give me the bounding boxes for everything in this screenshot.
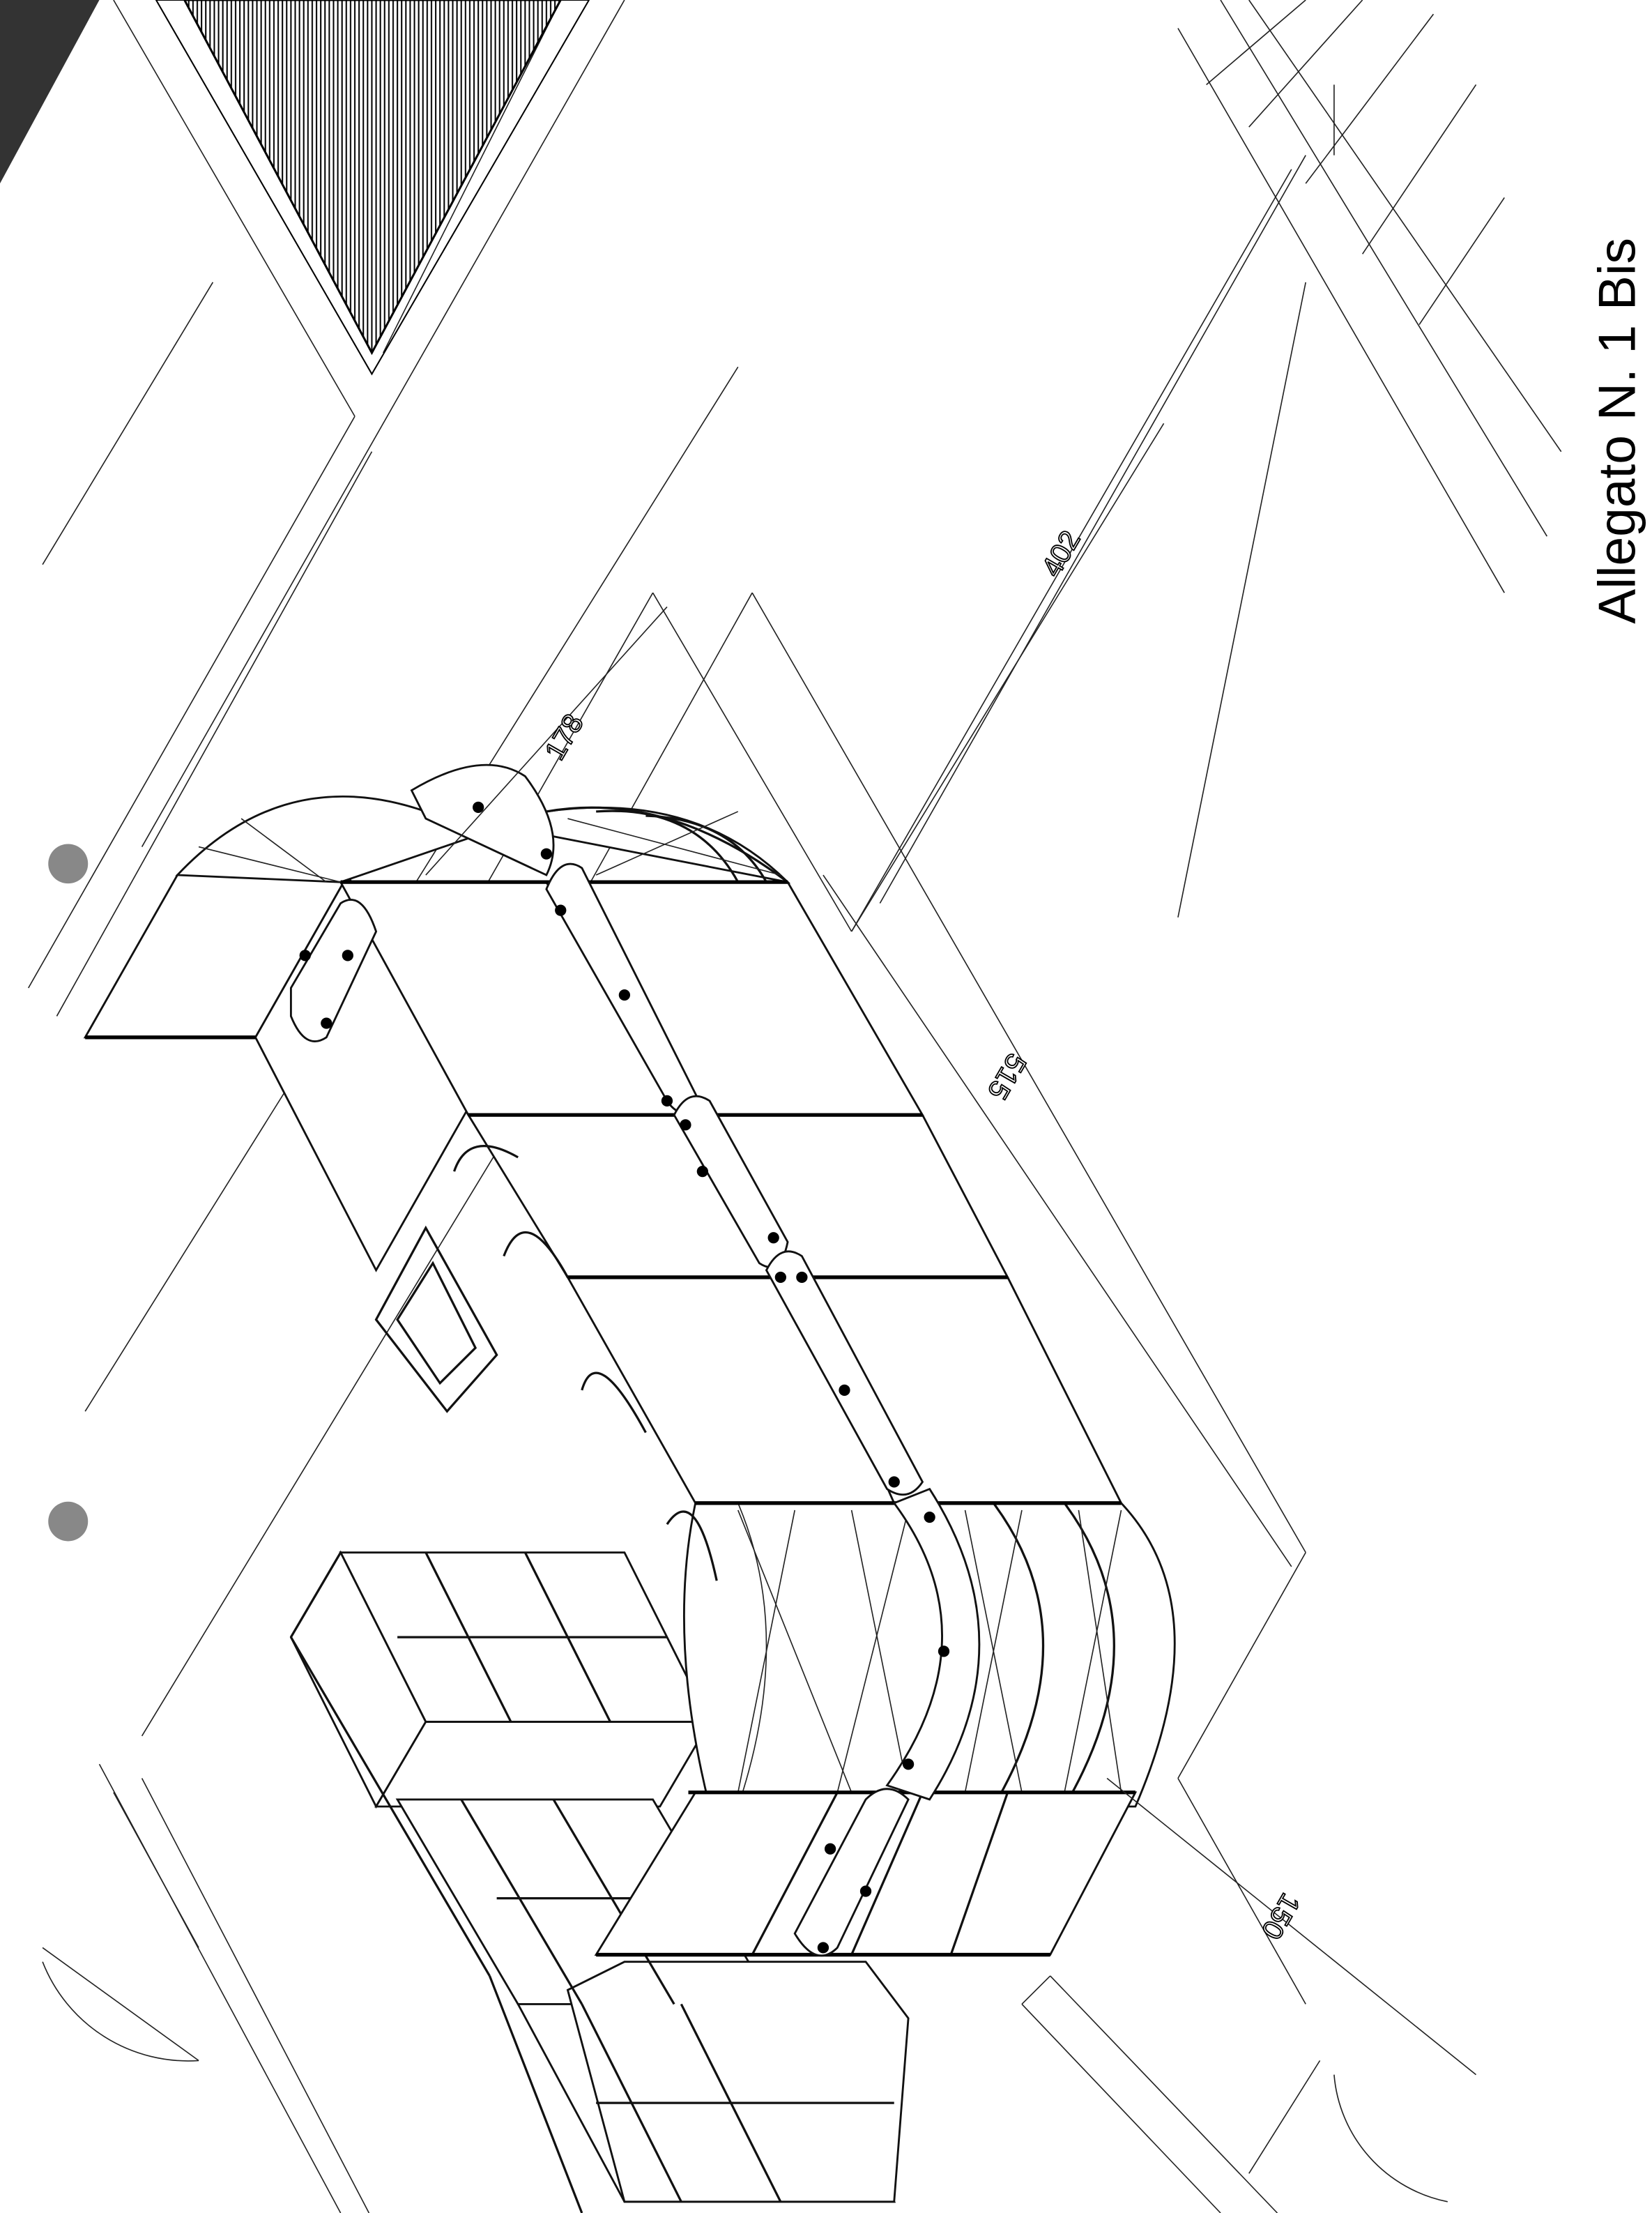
- dimension-515: 515: [981, 1049, 1033, 1105]
- hatched-column-outline: [155, 0, 590, 376]
- scan-shadow: [0, 0, 100, 184]
- wall-unit: [374, 1225, 498, 1413]
- dimension-150: 150: [1255, 1888, 1307, 1945]
- punch-hole-bottom: [48, 1501, 89, 1542]
- document-title: Allegato N. 1 Bis: [1587, 238, 1646, 624]
- hatched-column: [183, 0, 562, 356]
- counter-brackets: [289, 763, 981, 1957]
- dimension-lines: [425, 169, 1477, 2076]
- dimension-402: 402: [1035, 525, 1087, 581]
- floor-plan-lines: [28, 0, 1562, 2213]
- punch-hole-top: [48, 844, 89, 884]
